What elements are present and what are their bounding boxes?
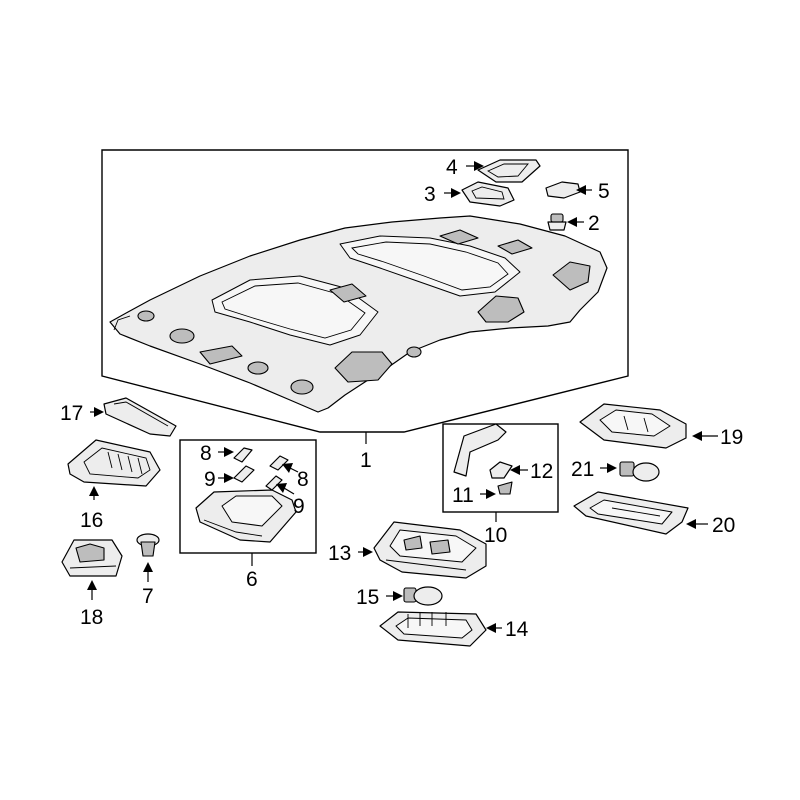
callout-8b: 8 [297, 468, 309, 491]
part-2-clip [547, 213, 567, 231]
visor-clip-9b [265, 475, 283, 491]
grab-handle [453, 423, 507, 477]
part-7-clip [136, 533, 160, 557]
part-21-bulb [619, 461, 660, 482]
callout-16: 16 [80, 509, 103, 532]
callout-13: 13 [328, 542, 351, 565]
callout-19: 19 [720, 426, 743, 449]
callout-9b: 9 [293, 495, 305, 518]
headliner-group-frame [101, 149, 629, 433]
part-5-cover [545, 181, 581, 199]
callout-5: 5 [598, 180, 610, 203]
visor-clip-8a [233, 447, 253, 463]
part-13-map-lamp [373, 521, 487, 579]
part-16-console [67, 439, 161, 487]
callout-12: 12 [530, 460, 553, 483]
callout-4: 4 [446, 156, 458, 179]
callout-20: 20 [712, 514, 735, 537]
callout-14: 14 [505, 618, 529, 641]
callout-9a: 9 [204, 468, 216, 491]
callout-18: 18 [80, 606, 103, 629]
part-19-lamp [579, 403, 687, 449]
callout-7: 7 [142, 585, 154, 608]
callout-21: 21 [571, 458, 594, 481]
visor-clip-9a [233, 465, 255, 483]
part-14-lens [379, 611, 487, 647]
callout-11: 11 [452, 484, 474, 507]
sun-visor [195, 489, 297, 543]
sun-visor-group-frame [179, 439, 317, 554]
callout-8a: 8 [200, 442, 212, 465]
part-18-bracket [61, 539, 123, 577]
callout-3: 3 [424, 183, 436, 206]
part-17-trim [103, 397, 177, 437]
visor-clip-8b [269, 455, 289, 471]
callout-6: 6 [246, 568, 258, 591]
callout-10: 10 [484, 524, 507, 547]
grab-handle-group-frame [442, 423, 559, 513]
part-11-screw [497, 481, 513, 495]
part-20-lens [573, 491, 689, 535]
callout-15: 15 [356, 586, 379, 609]
headliner-panel [109, 215, 608, 413]
part-15-bulb [403, 586, 443, 606]
callout-1: 1 [360, 449, 372, 472]
callout-17: 17 [60, 402, 83, 425]
part-3-bracket [461, 181, 515, 207]
callout-2: 2 [588, 212, 600, 235]
part-4-bracket [477, 159, 541, 183]
part-12-cap [489, 461, 513, 479]
